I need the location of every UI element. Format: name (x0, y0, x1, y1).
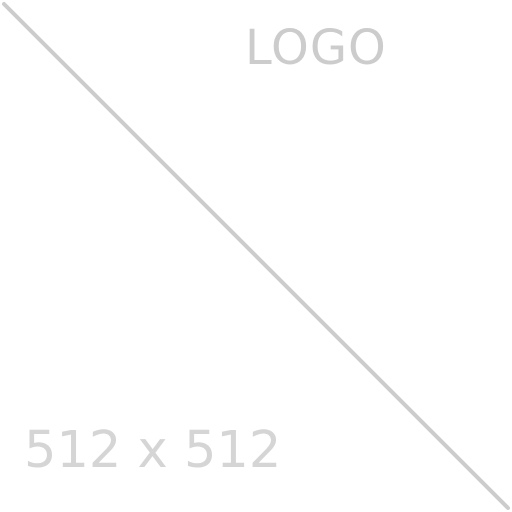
dimensions-label: 512 x 512 (24, 421, 282, 480)
logo-text: LOGO (245, 20, 387, 76)
